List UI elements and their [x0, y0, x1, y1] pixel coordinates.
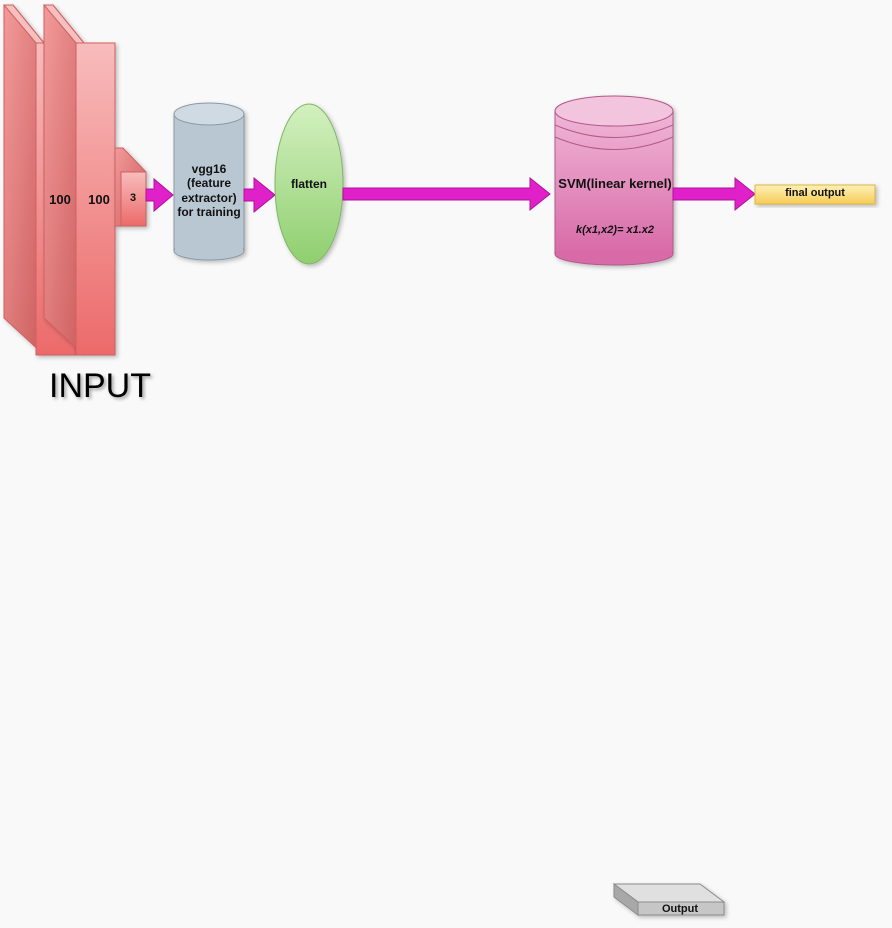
arrow-input-to-vgg: [145, 177, 174, 213]
output-box: [612, 883, 726, 916]
svm-label: SVM(linear kernel): [558, 176, 672, 191]
input-dim-channels: 3: [129, 192, 137, 204]
final-output-label: final output: [785, 187, 845, 199]
final-output-box: [754, 184, 876, 205]
arrow-flatten-to-svm: [342, 176, 551, 212]
vgg-cylinder: [173, 102, 245, 261]
flatten-ellipse: [274, 103, 344, 265]
vgg-label: vgg16 (feature extractor) for training: [177, 162, 241, 220]
output-box-label: Output: [661, 903, 699, 915]
input-dim-width: 100: [88, 192, 110, 207]
arrow-svm-to-final: [672, 176, 756, 212]
flatten-label: flatten: [291, 177, 327, 191]
arrow-vgg-to-flatten: [243, 176, 276, 214]
svm-kernel-formula: k(x1,x2)= x1.x2: [576, 224, 654, 236]
input-caption: INPUT: [49, 367, 151, 405]
input-slab-3: [114, 147, 147, 227]
input-slab-2: [42, 4, 116, 357]
svm-cylinder: [554, 95, 674, 266]
input-dim-height: 100: [49, 192, 71, 207]
